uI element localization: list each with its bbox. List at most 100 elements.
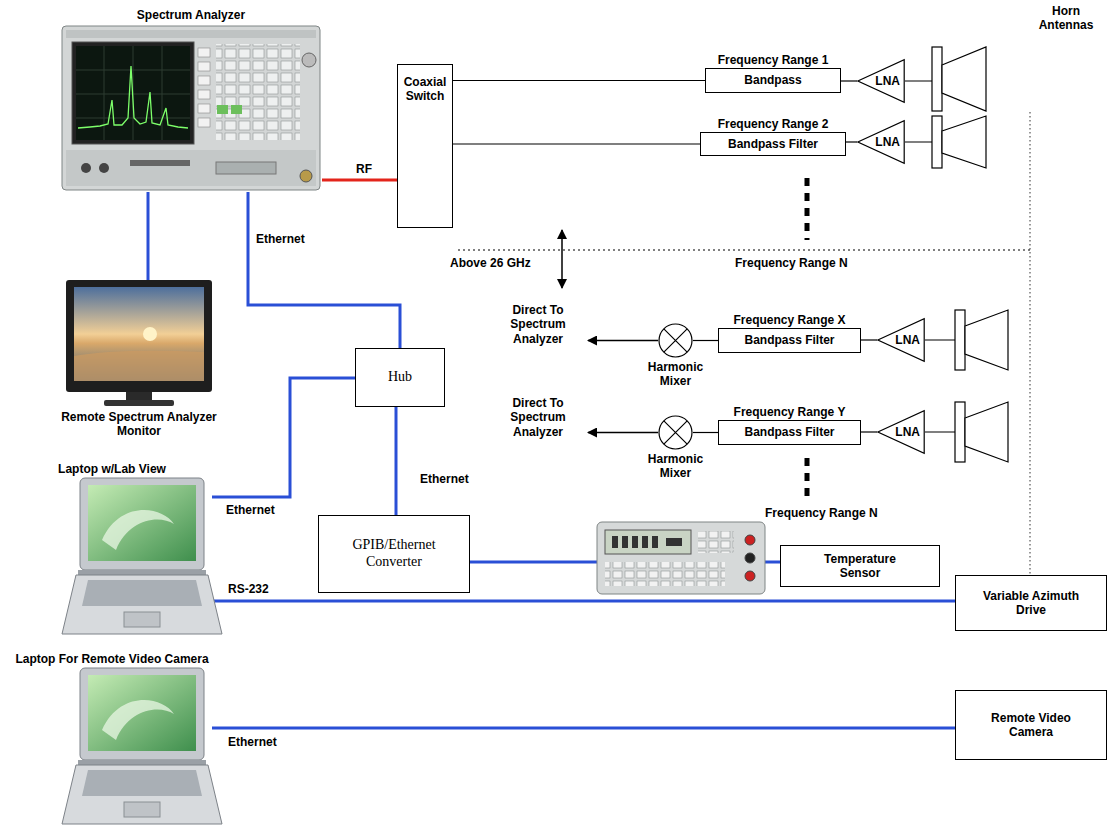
node-text: Bandpass Filter bbox=[728, 137, 818, 151]
monitor-picture bbox=[66, 280, 212, 406]
edge-label: Ethernet bbox=[420, 472, 469, 486]
network-cable bbox=[212, 378, 355, 497]
spectrum-analyzer-picture-part bbox=[76, 46, 190, 140]
mixer-output-arrow bbox=[588, 432, 658, 434]
node-text: LNA bbox=[875, 135, 900, 149]
multimeter-picture-part bbox=[745, 571, 755, 581]
amplifier-outline bbox=[878, 319, 924, 361]
network-cable bbox=[395, 407, 398, 515]
edge-label: Ethernet bbox=[226, 503, 275, 517]
node-text: Temperature Sensor bbox=[805, 552, 915, 581]
spectrum-analyzer-picture-part bbox=[217, 105, 228, 114]
spectrum-analyzer-picture-part bbox=[72, 42, 194, 144]
multimeter-picture-part bbox=[745, 553, 755, 563]
mixer-circle bbox=[658, 415, 693, 450]
mixer-outline bbox=[659, 324, 692, 357]
annotation: Frequency Range N bbox=[765, 506, 878, 520]
signal-line bbox=[841, 80, 857, 81]
spectrum-analyzer-picture-part bbox=[66, 150, 316, 186]
bandpass-filter: Frequency Range 1Bandpass bbox=[705, 68, 841, 93]
horn-antennas-part bbox=[955, 310, 965, 370]
node-text: Variable Azimuth Drive bbox=[976, 589, 1086, 618]
node-heading: Frequency Range Y bbox=[734, 405, 846, 419]
node-heading: Frequency Range X bbox=[733, 313, 845, 327]
node-heading: Spectrum Analyzer bbox=[137, 8, 245, 22]
horn-antennas-part bbox=[965, 310, 1008, 370]
mixer-output-arrow bbox=[588, 340, 658, 342]
edge-label: RS-232 bbox=[228, 582, 269, 596]
harmonic-mixer: Harmonic Mixer bbox=[658, 415, 693, 450]
node-text: Bandpass Filter bbox=[744, 425, 834, 439]
signal-line bbox=[861, 431, 877, 432]
spectrum-analyzer-picture bbox=[62, 26, 320, 190]
multimeter-picture-part-part bbox=[666, 538, 682, 546]
bandpass-filter: Frequency Range YBandpass Filter bbox=[718, 420, 861, 445]
laptop: Laptop w/Lab View bbox=[62, 478, 212, 636]
multimeter-picture-part bbox=[605, 530, 691, 554]
monitor-picture-part bbox=[126, 392, 152, 401]
horn-antennas-part bbox=[965, 402, 1008, 462]
signal-line bbox=[693, 432, 718, 433]
spectrum-analyzer-picture-part bbox=[130, 160, 190, 166]
spectrum-analyzer-picture-part bbox=[198, 48, 210, 127]
signal-line bbox=[693, 340, 718, 341]
spectrum-analyzer-picture-part bbox=[216, 162, 276, 174]
lna-amplifier: LNA bbox=[877, 318, 925, 362]
node-heading: Frequency Range 1 bbox=[718, 53, 829, 67]
multimeter-picture-part-part bbox=[622, 536, 628, 548]
spectrum-analyzer-picture-part bbox=[302, 53, 316, 67]
mixer-cross bbox=[664, 329, 687, 352]
horn-antennas-part bbox=[955, 402, 965, 462]
horn-antennas bbox=[932, 47, 1008, 462]
spectrum-analyzer-picture-part-part bbox=[198, 76, 210, 85]
multimeter-picture bbox=[597, 522, 765, 594]
annotation: Direct To Spectrum Analyzer bbox=[493, 396, 583, 439]
signal-line bbox=[453, 143, 700, 144]
hub-box: Hub bbox=[355, 348, 445, 407]
amplifier-outline bbox=[878, 411, 924, 453]
annotation: Horn Antennas bbox=[1030, 4, 1102, 33]
multimeter-picture-part-part bbox=[642, 536, 648, 548]
rf-cable bbox=[322, 179, 397, 182]
lna-amplifier: LNA bbox=[857, 59, 905, 103]
node-text: Bandpass Filter bbox=[744, 333, 834, 347]
bandpass-filter: Frequency Range 2Bandpass Filter bbox=[700, 132, 846, 156]
annotation: Direct To Spectrum Analyzer bbox=[493, 303, 583, 346]
annotation: Frequency Range N bbox=[735, 256, 848, 270]
spectrum-analyzer-picture-part bbox=[62, 26, 320, 190]
node-text: GPIB/Ethernet Converter bbox=[323, 537, 465, 571]
lna-amplifier: LNA bbox=[877, 410, 925, 454]
multimeter-picture-part-part bbox=[612, 536, 618, 548]
signal-line bbox=[453, 80, 705, 81]
spectrum-analyzer-picture-part bbox=[99, 163, 109, 173]
spectrum-analyzer-picture-part bbox=[216, 44, 300, 140]
laptop: Laptop For Remote Video Camera bbox=[62, 668, 212, 826]
harmonic-mixer: Harmonic Mixer bbox=[658, 323, 693, 358]
horn-antennas-part bbox=[942, 47, 986, 111]
mixer-cross bbox=[664, 421, 687, 444]
mechanical-link bbox=[1030, 112, 1031, 575]
monitor-picture-part bbox=[143, 327, 157, 341]
node-heading: Laptop w/Lab View bbox=[58, 462, 166, 476]
signal-line bbox=[861, 339, 877, 340]
spectrum-analyzer-picture-part bbox=[231, 105, 242, 114]
multimeter-picture-part-part bbox=[652, 536, 658, 548]
network-cable bbox=[147, 192, 150, 280]
node-text: Coaxial Switch bbox=[402, 75, 448, 104]
coaxial-switch: Coaxial Switch bbox=[397, 64, 453, 228]
double-arrow bbox=[561, 230, 563, 288]
node-text: Hub bbox=[388, 369, 412, 386]
node-text: LNA bbox=[895, 333, 920, 347]
horn-antennas-part bbox=[932, 116, 942, 168]
mixer-outline bbox=[659, 416, 692, 449]
multimeter-picture-part bbox=[745, 535, 755, 545]
node-heading: Harmonic Mixer bbox=[640, 452, 712, 481]
monitor-picture-part bbox=[66, 280, 212, 392]
monitor-picture-part bbox=[104, 400, 174, 406]
spectrum-analyzer: Spectrum Analyzer bbox=[60, 24, 322, 192]
spectrum-analyzer-picture-part-part bbox=[198, 62, 210, 71]
monitor-picture-part bbox=[74, 287, 204, 381]
laptop-picture bbox=[62, 478, 222, 634]
spectrum-analyzer-picture-part bbox=[300, 170, 312, 182]
